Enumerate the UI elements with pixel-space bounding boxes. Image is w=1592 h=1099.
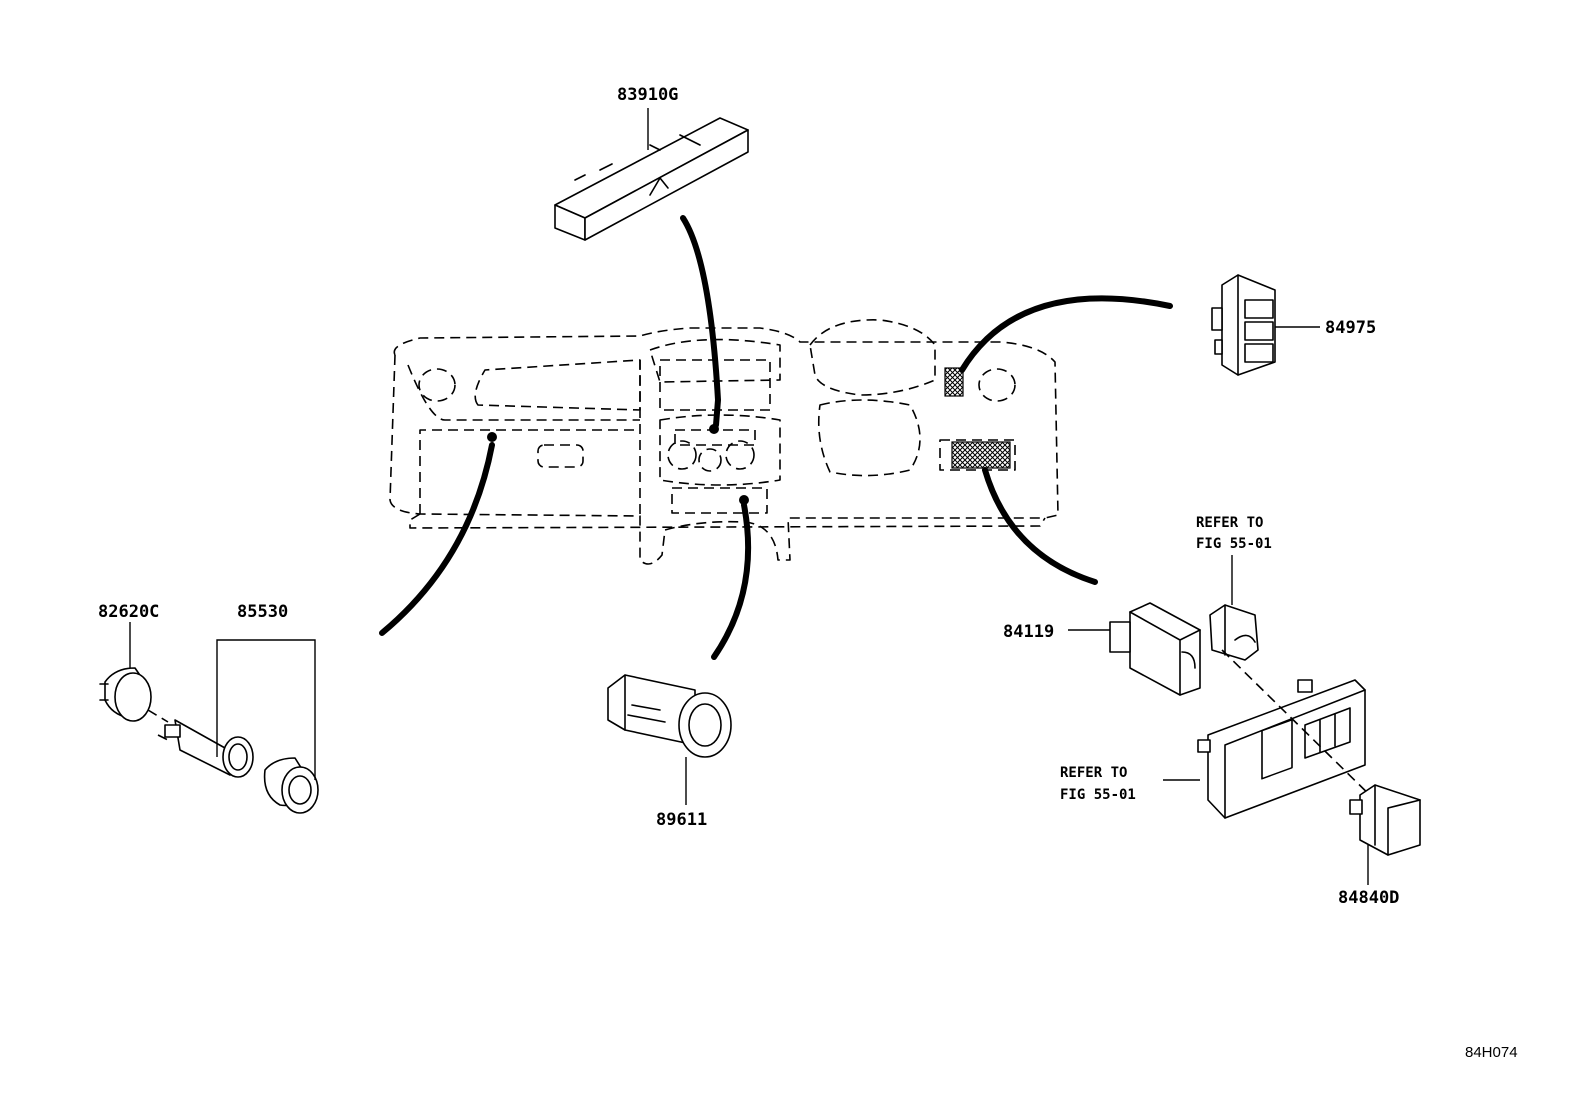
refer-top-line2[interactable]: FIG 55-01 <box>1196 536 1272 552</box>
dashed-axis-82620C-85530 <box>147 709 169 723</box>
part-84119-drawing <box>1109 602 1201 696</box>
location-dot-center-lower <box>739 495 749 505</box>
part-82620C-drawing <box>99 667 152 722</box>
refer-bottom-line1[interactable]: REFER TO <box>1060 765 1127 781</box>
dashed-axis-panel <box>1221 649 1386 811</box>
refer-bottom-line2[interactable]: FIG 55-01 <box>1060 787 1136 803</box>
part-label-84119[interactable]: 84119 <box>1003 622 1054 642</box>
hatched-switch-location-upper <box>944 367 964 397</box>
hatched-switch-location-lower <box>951 441 1011 469</box>
location-dot-left <box>487 432 497 442</box>
part-label-82620C[interactable]: 82620C <box>98 602 159 622</box>
callout-curve-84975 <box>959 295 1173 373</box>
part-label-89611[interactable]: 89611 <box>656 810 707 830</box>
callout-curve-84119 <box>982 467 1098 585</box>
part-84975-drawing <box>1211 274 1276 376</box>
part-85530-drawing <box>164 719 319 814</box>
callout-curve-left <box>379 442 495 636</box>
part-label-85530[interactable]: 85530 <box>237 602 288 622</box>
part-label-84975[interactable]: 84975 <box>1325 318 1376 338</box>
callout-curve-83910G <box>680 215 722 428</box>
part-label-84840D[interactable]: 84840D <box>1338 888 1399 908</box>
referred-part-top-drawing <box>1209 604 1259 661</box>
callout-curve-89611 <box>711 502 752 660</box>
leader-85530 <box>216 639 316 780</box>
diagram-code: 84H074 <box>1465 1044 1518 1061</box>
refer-top-line1[interactable]: REFER TO <box>1196 515 1263 531</box>
switch-panel-drawing <box>1197 679 1366 819</box>
part-89611-drawing <box>607 674 732 758</box>
part-83910G-drawing <box>554 117 749 241</box>
dashed-axis-85530 <box>157 734 169 741</box>
part-84840D-drawing <box>1349 784 1421 856</box>
part-label-83910G[interactable]: 83910G <box>617 85 678 105</box>
